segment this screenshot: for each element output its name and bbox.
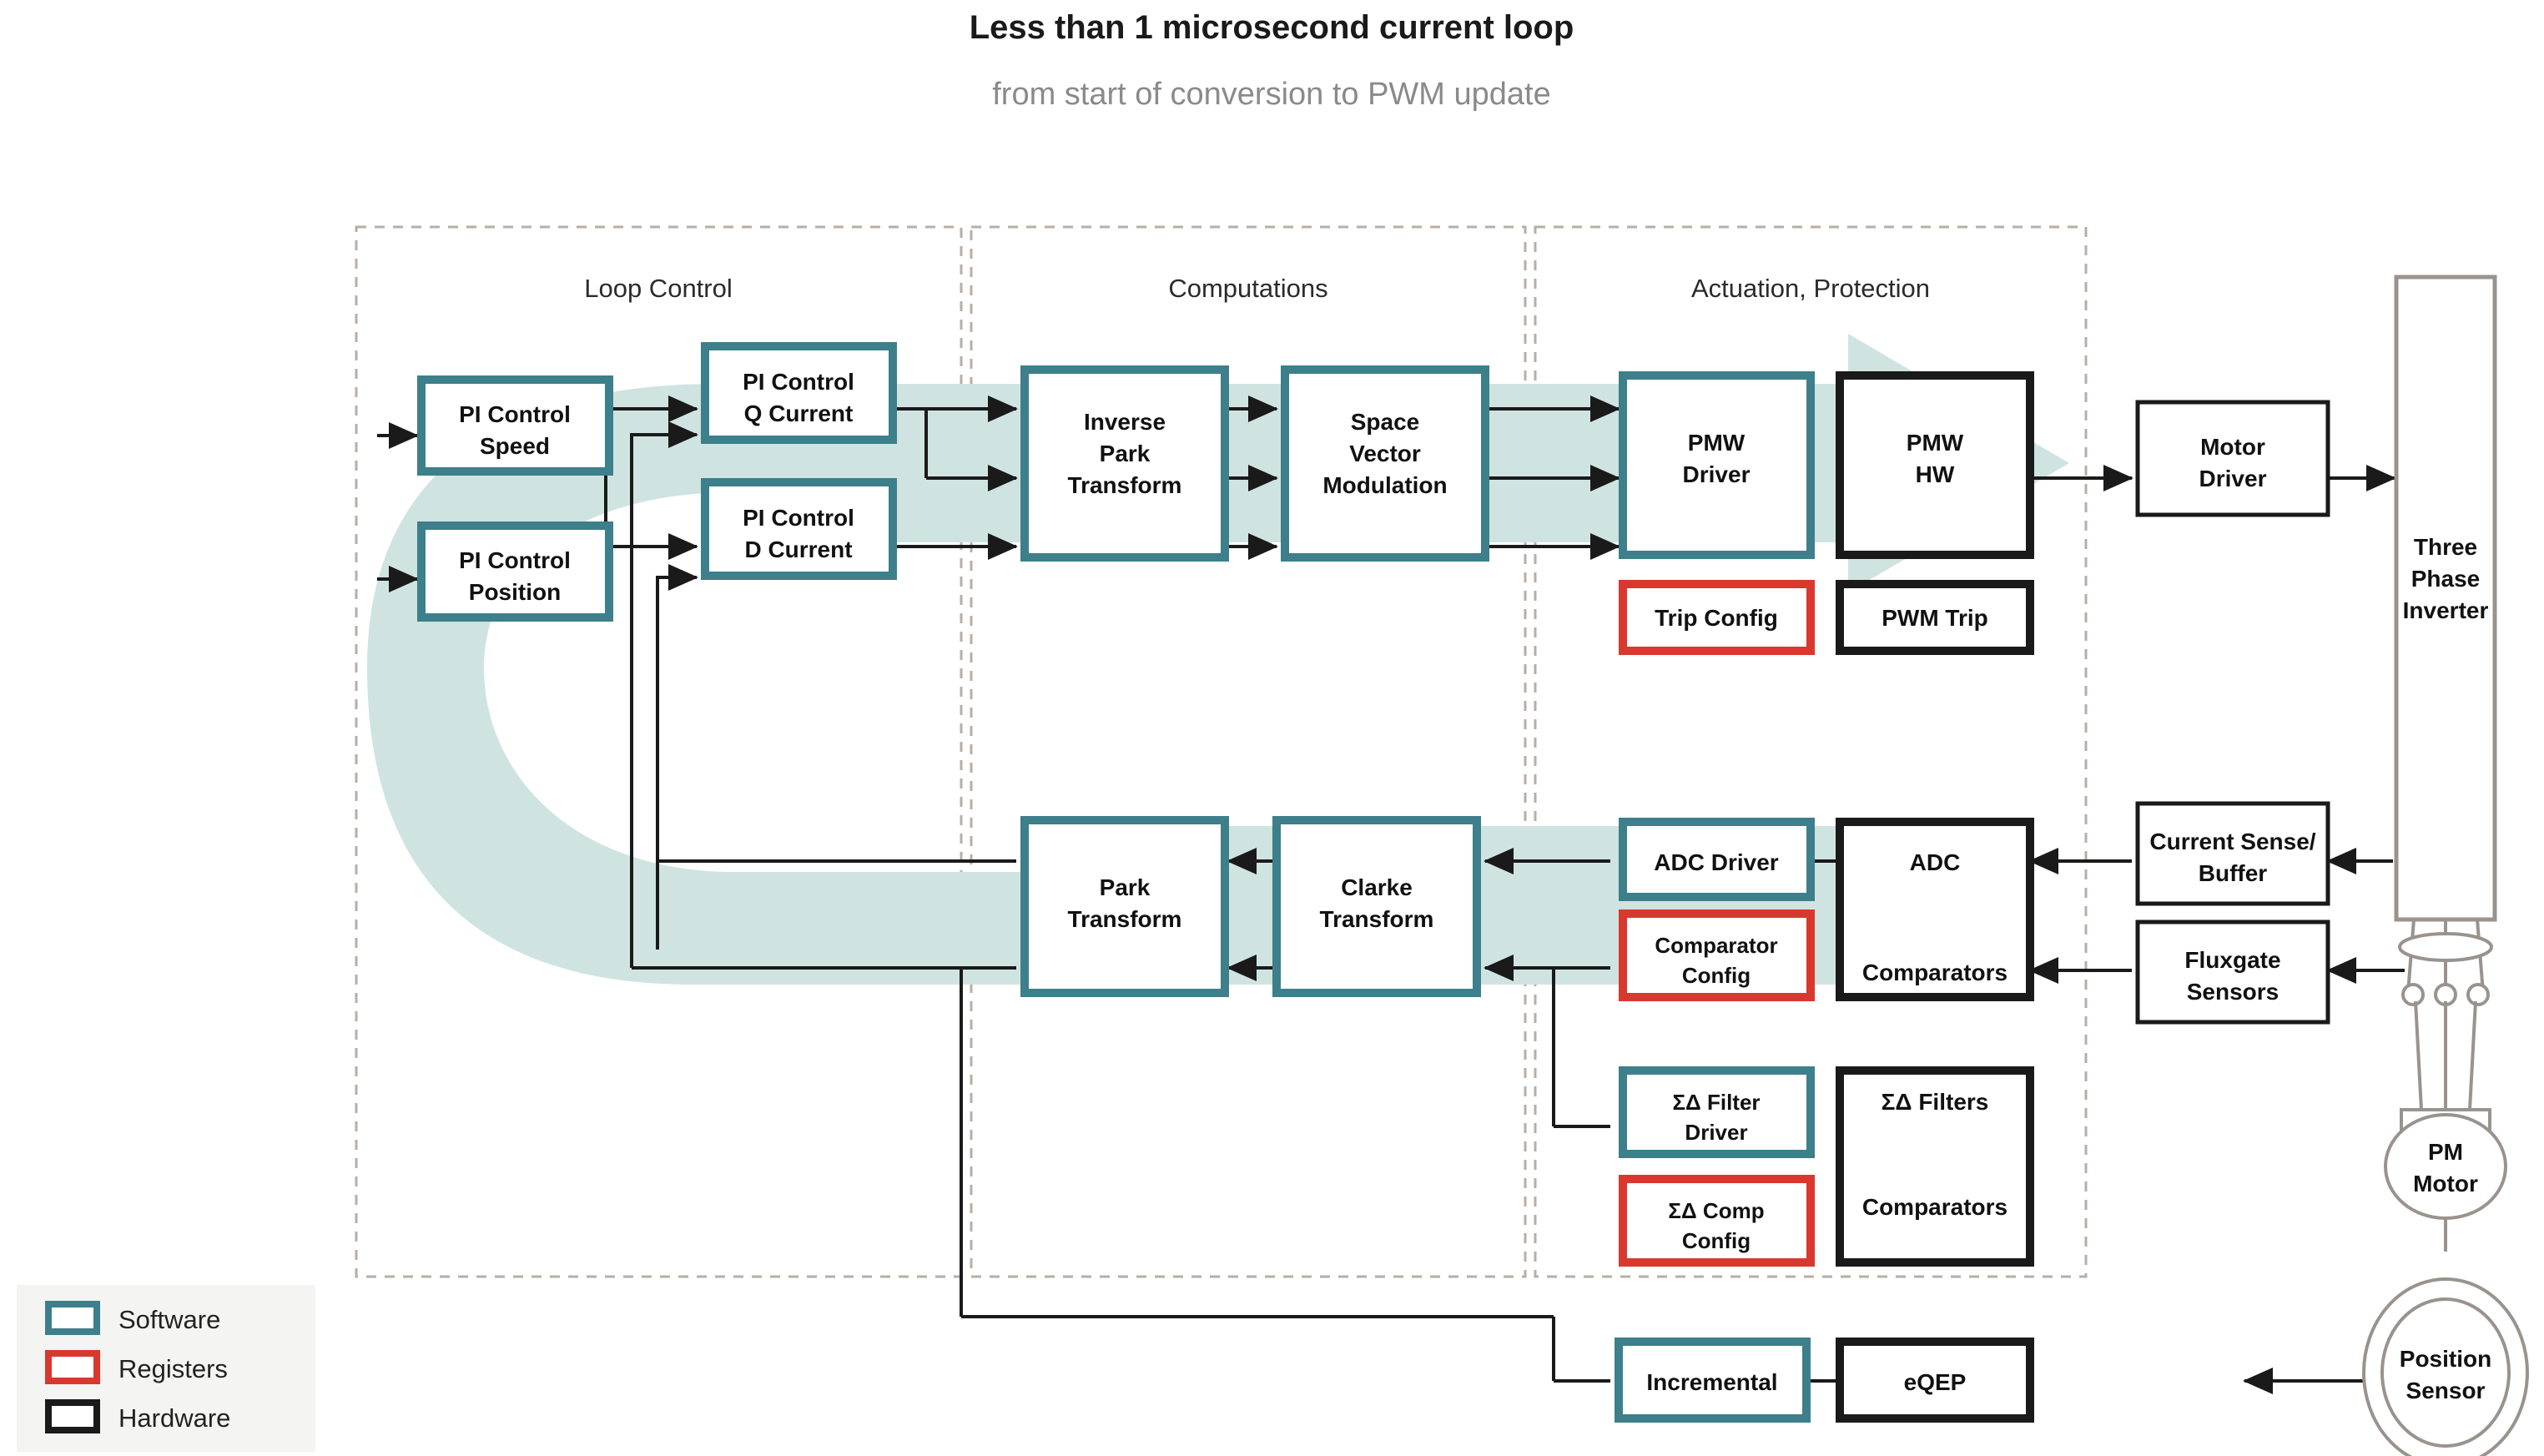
block-label-line1: ADC — [1910, 849, 1961, 875]
block-trip-config[interactable]: Trip Config — [1619, 580, 1815, 655]
legend-label-registers: Registers — [118, 1354, 228, 1383]
block-label-line1: Inverse — [1084, 409, 1166, 435]
block-sigma-delta-comp-config[interactable]: ΣΔ Comp Config — [1619, 1175, 1815, 1267]
page-title: Less than 1 microsecond current loop — [970, 9, 1574, 46]
block-position-sensor[interactable]: Position Sensor — [2362, 1277, 2529, 1456]
block-label-line1: Comparator — [1655, 933, 1777, 958]
block-park-transform[interactable]: Park Transform — [1020, 816, 1229, 997]
current-transformer-ring — [2398, 932, 2493, 962]
block-label-line1: PMW — [1688, 430, 1746, 456]
block-three-phase-inverter[interactable]: Three Phase Inverter — [2394, 275, 2497, 922]
block-label-line2: Config — [1682, 963, 1751, 988]
legend-swatch-hardware — [45, 1399, 100, 1433]
legend-item-hardware: Hardware — [45, 1399, 230, 1433]
section-label-computations: Computations — [1168, 274, 1327, 303]
block-label-line2: Q Current — [744, 401, 854, 426]
block-label-line1: ADC Driver — [1654, 849, 1778, 875]
block-label-line1: Fluxgate — [2184, 947, 2280, 973]
page-subtitle: from start of conversion to PWM update — [992, 77, 1551, 112]
block-fluxgate-sensors[interactable]: Fluxgate Sensors — [2135, 919, 2330, 1025]
block-pm-motor[interactable]: PM Motor — [2384, 1113, 2507, 1220]
block-clarke-transform[interactable]: Clarke Transform — [1272, 816, 1481, 997]
section-label-loop-control: Loop Control — [584, 274, 733, 303]
block-label-line2: Driver — [1683, 461, 1751, 487]
section-label-actuation: Actuation, Protection — [1691, 274, 1930, 303]
block-label-line1: PI Control — [743, 369, 854, 395]
block-label-line1: ΣΔ Filter — [1672, 1090, 1760, 1115]
block-pi-control-speed[interactable]: PI Control Speed — [417, 375, 613, 476]
block-comparator-config[interactable]: Comparator Config — [1619, 909, 1815, 1001]
block-label-line1: Motor — [2200, 434, 2265, 460]
block-label-line1: PI Control — [743, 505, 854, 531]
block-label-line2: Driver — [2199, 466, 2267, 491]
section-computations — [970, 225, 1527, 1278]
block-pi-control-d-current[interactable]: PI Control D Current — [701, 478, 897, 580]
block-label-line2: Transform — [1320, 906, 1434, 932]
block-label-line1: Current Sense/ — [2149, 829, 2315, 854]
block-label-line1: Three — [2414, 534, 2477, 560]
section-actuation — [1534, 225, 2088, 1278]
block-label-line1: PM — [2428, 1139, 2463, 1165]
block-label-line1: PI Control — [459, 401, 571, 427]
block-label-line1: Space — [1351, 409, 1420, 435]
block-label-line1: PI Control — [459, 547, 571, 573]
block-pi-control-q-current[interactable]: PI Control Q Current — [701, 342, 897, 444]
legend-item-registers: Registers — [45, 1350, 228, 1384]
block-label-line2: HW — [1916, 461, 1955, 487]
section-loop-control — [355, 225, 963, 1278]
block-pmw-driver[interactable]: PMW Driver — [1619, 371, 1815, 559]
block-label-line2: Motor — [2413, 1171, 2478, 1197]
block-label-line2: Position — [469, 579, 561, 605]
block-label-line2: Driver — [1685, 1120, 1747, 1145]
block-label-line2: Comparators — [1862, 960, 2007, 985]
block-eqep[interactable]: eQEP — [1836, 1338, 2034, 1423]
block-label-line2: Buffer — [2199, 860, 2268, 886]
block-motor-driver[interactable]: Motor Driver — [2135, 400, 2330, 517]
block-sigma-delta-filters[interactable]: ΣΔ Filters Comparators — [1836, 1066, 2034, 1267]
block-space-vector-modulation[interactable]: Space Vector Modulation — [1281, 365, 1489, 562]
block-pwm-trip[interactable]: PWM Trip — [1836, 580, 2034, 655]
block-label-line1: Position — [2400, 1346, 2491, 1372]
block-adc-comparators[interactable]: ADC Comparators — [1836, 818, 2034, 1001]
legend: Software Registers Hardware — [17, 1285, 315, 1452]
block-label-line2: Sensors — [2187, 979, 2280, 1005]
block-label-line2: Phase — [2411, 566, 2481, 592]
motor-assembly — [2398, 919, 2493, 1136]
legend-swatch-registers — [45, 1350, 100, 1384]
block-label-line2: Sensor — [2406, 1378, 2486, 1403]
terminal-dot-a — [2401, 983, 2425, 1006]
block-current-sense-buffer[interactable]: Current Sense/ Buffer — [2135, 801, 2330, 906]
block-label-line3: Modulation — [1322, 472, 1447, 498]
block-sigma-delta-filter-driver[interactable]: ΣΔ Filter Driver — [1619, 1066, 1815, 1158]
block-label-line2: Vector — [1349, 441, 1421, 466]
block-adc-driver[interactable]: ADC Driver — [1619, 818, 1815, 901]
block-label-line1: PMW — [1907, 430, 1964, 456]
block-label-line2: D Current — [744, 537, 852, 562]
terminal-dot-c — [2466, 983, 2490, 1006]
block-label-line2: Comparators — [1862, 1194, 2007, 1220]
block-pmw-hw[interactable]: PMW HW — [1836, 371, 2034, 559]
block-label-line1: ΣΔ Filters — [1882, 1089, 1989, 1115]
block-inverse-park-transform[interactable]: Inverse Park Transform — [1020, 365, 1229, 562]
block-label-line2: Config — [1682, 1228, 1751, 1253]
block-label-line2: Speed — [480, 433, 550, 459]
block-label-line1: Trip Config — [1655, 605, 1778, 631]
legend-label-software: Software — [118, 1305, 220, 1334]
block-label-line3: Inverter — [2403, 597, 2489, 623]
block-label-line3: Transform — [1068, 472, 1182, 498]
block-label-line2: Transform — [1068, 906, 1182, 932]
block-label-line1: PWM Trip — [1882, 605, 1988, 631]
block-label-line1: Incremental — [1646, 1369, 1777, 1395]
legend-label-hardware: Hardware — [118, 1403, 230, 1433]
legend-item-software: Software — [45, 1301, 220, 1335]
block-incremental[interactable]: Incremental — [1615, 1338, 1811, 1423]
block-label-line2: Park — [1100, 441, 1151, 466]
block-label-line1: Park — [1100, 874, 1151, 900]
block-label-line1: eQEP — [1904, 1369, 1967, 1395]
block-pi-control-position[interactable]: PI Control Position — [417, 521, 613, 622]
block-label-line1: ΣΔ Comp — [1668, 1198, 1764, 1223]
block-label-line1: Clarke — [1341, 874, 1413, 900]
legend-swatch-software — [45, 1301, 100, 1335]
